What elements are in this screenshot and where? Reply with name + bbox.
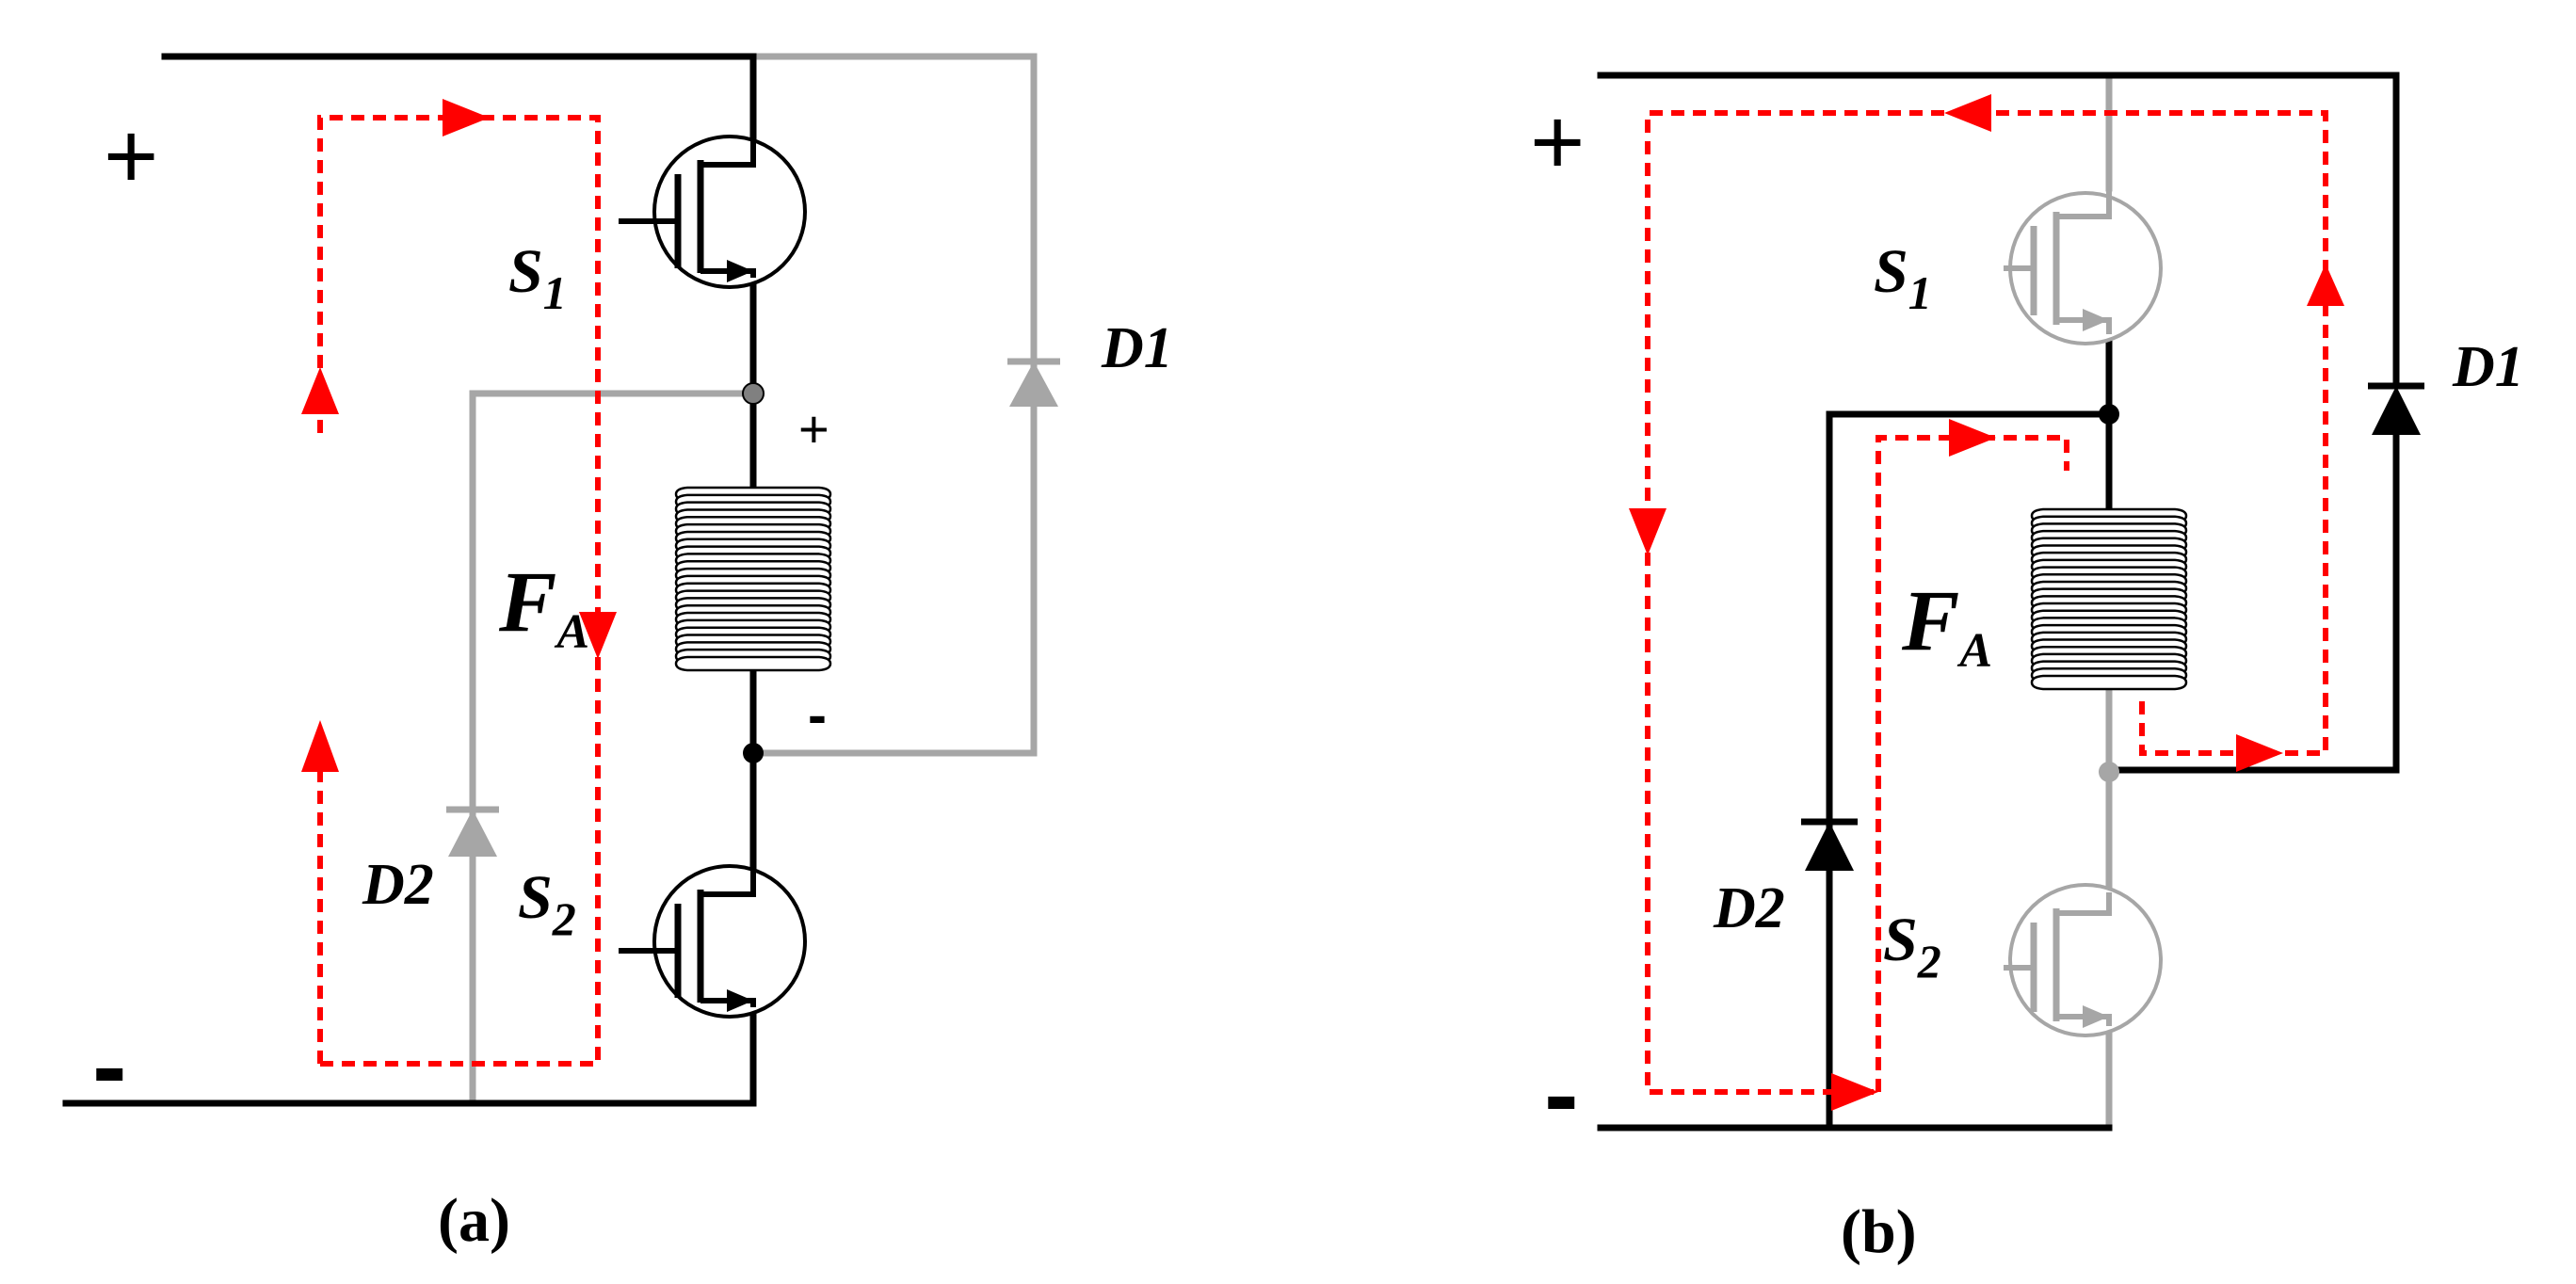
panel-a-junction-lower <box>743 743 764 763</box>
panel-b-s1-label: S1 <box>1874 237 1932 319</box>
panel-a-junction-upper <box>742 382 765 405</box>
panel-b-active-wiring <box>1597 72 2400 1132</box>
panel-a: + - S1 S2 D1 D2 FA + - (a) <box>62 53 1173 1255</box>
panel-b-diode-d2-icon <box>1801 818 1858 871</box>
panel-a-switch-s2-icon <box>619 864 807 1019</box>
panel-a-minus-sign: - <box>92 1008 127 1124</box>
panel-a-switch-s1-icon <box>619 135 807 289</box>
panel-a-active-wiring <box>62 53 757 1107</box>
coil-winding <box>674 655 832 672</box>
panel-b-arrow-right-bottom <box>1831 1073 1878 1111</box>
panel-a-caption: (a) <box>438 1186 510 1255</box>
panel-b-caption: (b) <box>1841 1197 1917 1266</box>
panel-a-coil-fa-icon <box>674 475 832 672</box>
panel-a-coil-minus: - <box>808 683 827 746</box>
panel-a-s1-label: S1 <box>508 237 567 319</box>
panel-b-arrow-left-top <box>1944 94 1991 132</box>
panel-a-arrow-down <box>579 612 617 659</box>
panel-b-coil-fa-icon <box>2030 499 2188 691</box>
panel-b-arrow-right-coil <box>2236 734 2283 772</box>
panel-a-s2-label: S2 <box>518 863 576 945</box>
panel-a-current-path <box>301 99 617 1067</box>
panel-b-arrow-right-mid <box>1949 419 1996 457</box>
panel-a-arrow-right <box>443 99 490 136</box>
panel-b-junction-upper <box>2099 404 2119 425</box>
panel-a-plus-sign: + <box>104 104 158 209</box>
panel-b-junction-lower <box>2099 762 2119 782</box>
panel-a-coil-plus: + <box>798 399 829 458</box>
panel-b-diode-d1-icon <box>2368 307 2424 435</box>
panel-b-arrow-down-left <box>1629 508 1666 555</box>
panel-b-minus-sign: - <box>1544 1036 1579 1152</box>
panel-b-switch-s1-icon <box>2004 188 2163 345</box>
panel-b-arrow-up-right <box>2307 264 2344 306</box>
panel-a-diode-d2-icon <box>446 806 499 857</box>
panel-b: + - S1 S2 D1 D2 FA (b) <box>1530 72 2524 1266</box>
panel-a-d1-label: D1 <box>1101 316 1173 380</box>
panel-a-coil-label: FA <box>498 554 589 659</box>
panel-b-s2-label: S2 <box>1883 906 1941 987</box>
panel-b-plus-sign: + <box>1530 89 1585 195</box>
panel-b-d1-label: D1 <box>2452 335 2524 399</box>
panel-a-d2-label: D2 <box>362 853 434 917</box>
panel-b-current-path <box>1629 94 2344 1111</box>
panel-a-arrow-up-upper <box>301 367 339 414</box>
panel-b-d2-label: D2 <box>1713 876 1785 940</box>
panel-b-switch-s2-icon <box>2004 883 2163 1037</box>
coil-winding <box>2030 674 2188 691</box>
panel-a-diode-d1-icon <box>1007 358 1060 407</box>
panel-b-coil-label: FA <box>1901 572 1992 678</box>
panel-a-arrow-up-lower <box>301 720 339 772</box>
